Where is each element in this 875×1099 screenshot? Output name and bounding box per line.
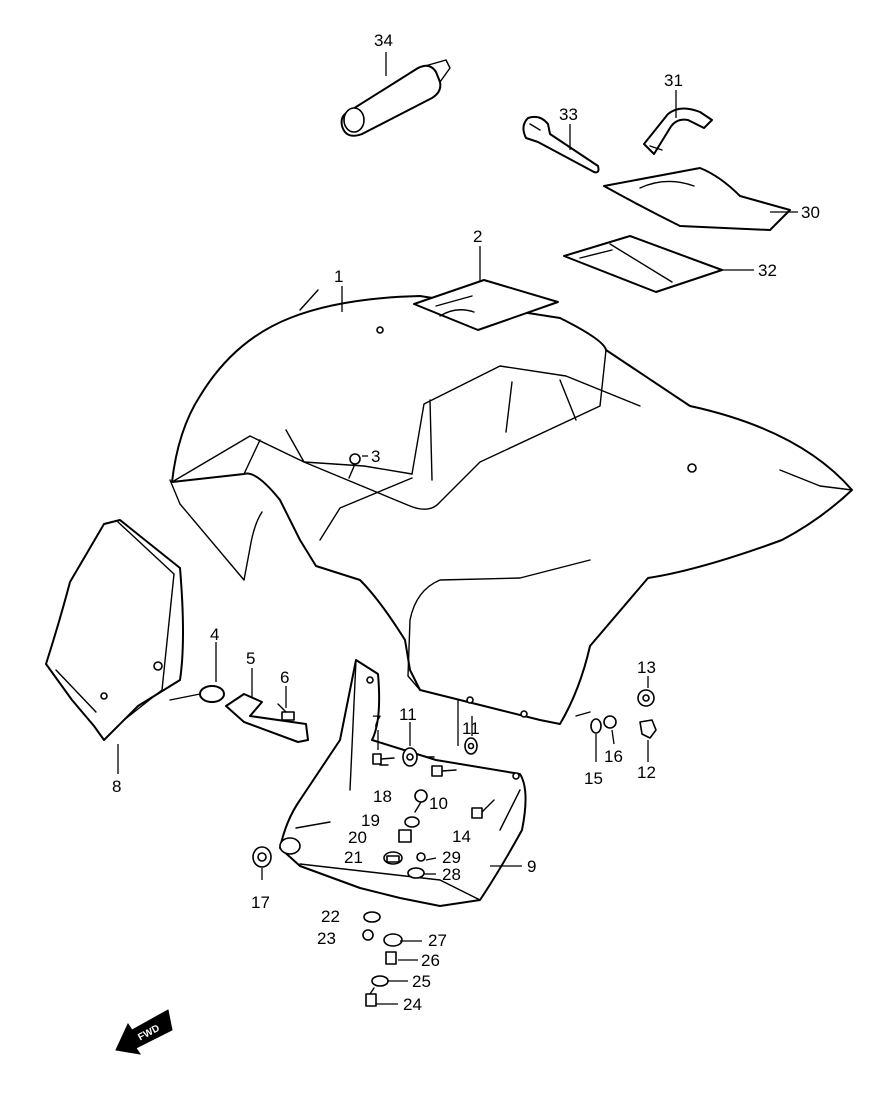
callout-19: 19	[361, 811, 380, 830]
callout-27: 27	[428, 931, 447, 950]
callout-23: 23	[317, 929, 336, 948]
part-22-washer	[363, 911, 381, 923]
callout-22: 22	[321, 907, 340, 926]
part-34-tool-pouch	[340, 59, 451, 137]
callout-7: 7	[372, 712, 381, 731]
callout-6: 6	[280, 668, 289, 687]
callout-32: 32	[758, 261, 777, 280]
part-5-bracket	[225, 693, 309, 743]
callout-21: 21	[344, 848, 363, 867]
callout-labels: 1 2 3 4 5 6 7 8 9 10 11 11 12 13 14 15 1…	[112, 31, 820, 1014]
leader-lines	[117, 52, 798, 1005]
callout-1: 1	[334, 267, 343, 286]
callout-28: 28	[442, 865, 461, 884]
part-16-nut	[603, 715, 617, 729]
part-23-nut	[362, 929, 374, 941]
part-9-lower-panel	[279, 659, 527, 907]
part-14-bolt	[471, 807, 483, 819]
part-1-rear-fender	[169, 289, 853, 725]
part-20-collar	[398, 829, 412, 843]
callout-5: 5	[246, 649, 255, 668]
callout-11-left: 11	[399, 705, 417, 724]
part-12-clip	[639, 719, 657, 739]
part-10-bolt	[431, 765, 443, 777]
part-30-tool-bag	[603, 167, 791, 231]
callout-10: 10	[429, 794, 448, 813]
part-26-collar	[385, 951, 397, 965]
part-2-cover-plate	[413, 279, 559, 331]
part-25-washer	[371, 975, 389, 987]
part-18-bolt	[414, 789, 428, 803]
callout-20: 20	[348, 828, 367, 847]
part-7-bolt	[372, 753, 382, 765]
callout-4: 4	[210, 625, 219, 644]
part-15-washer	[590, 718, 602, 734]
callout-25: 25	[412, 972, 431, 991]
part-31-strap	[643, 107, 713, 155]
callout-3: 3	[371, 447, 380, 466]
hardware-fasteners	[252, 689, 657, 1007]
callout-11-right: 11	[462, 719, 480, 738]
callout-12: 12	[637, 763, 656, 782]
forward-arrow-icon	[115, 1009, 173, 1055]
part-6-bolt	[277, 703, 295, 721]
part-19-washer	[404, 816, 420, 828]
callout-33: 33	[559, 105, 578, 124]
callout-34: 34	[374, 31, 393, 50]
part-29-screw	[416, 852, 426, 862]
part-4-reflector	[169, 685, 225, 703]
callout-26: 26	[421, 951, 440, 970]
callout-24: 24	[403, 995, 422, 1014]
callout-29: 29	[442, 848, 461, 867]
callout-8: 8	[112, 777, 121, 796]
forward-direction-badge: FWD	[115, 1009, 173, 1055]
callout-17: 17	[251, 893, 270, 912]
callout-9: 9	[527, 857, 536, 876]
part-24-bolt	[365, 993, 377, 1007]
callout-14: 14	[452, 827, 471, 846]
callout-18: 18	[373, 787, 392, 806]
callout-31: 31	[664, 71, 683, 90]
part-3-bolt	[348, 453, 361, 479]
part-32-tray	[563, 235, 723, 293]
part-8-mud-guard	[45, 519, 184, 741]
callout-30: 30	[801, 203, 820, 222]
callout-16: 16	[604, 747, 623, 766]
part-33-spanner-wrench	[522, 115, 600, 174]
callout-2: 2	[473, 227, 482, 246]
callout-15: 15	[584, 769, 603, 788]
part-27-grommet	[383, 933, 403, 947]
part-28-washer	[407, 867, 425, 879]
callout-13: 13	[637, 658, 656, 677]
